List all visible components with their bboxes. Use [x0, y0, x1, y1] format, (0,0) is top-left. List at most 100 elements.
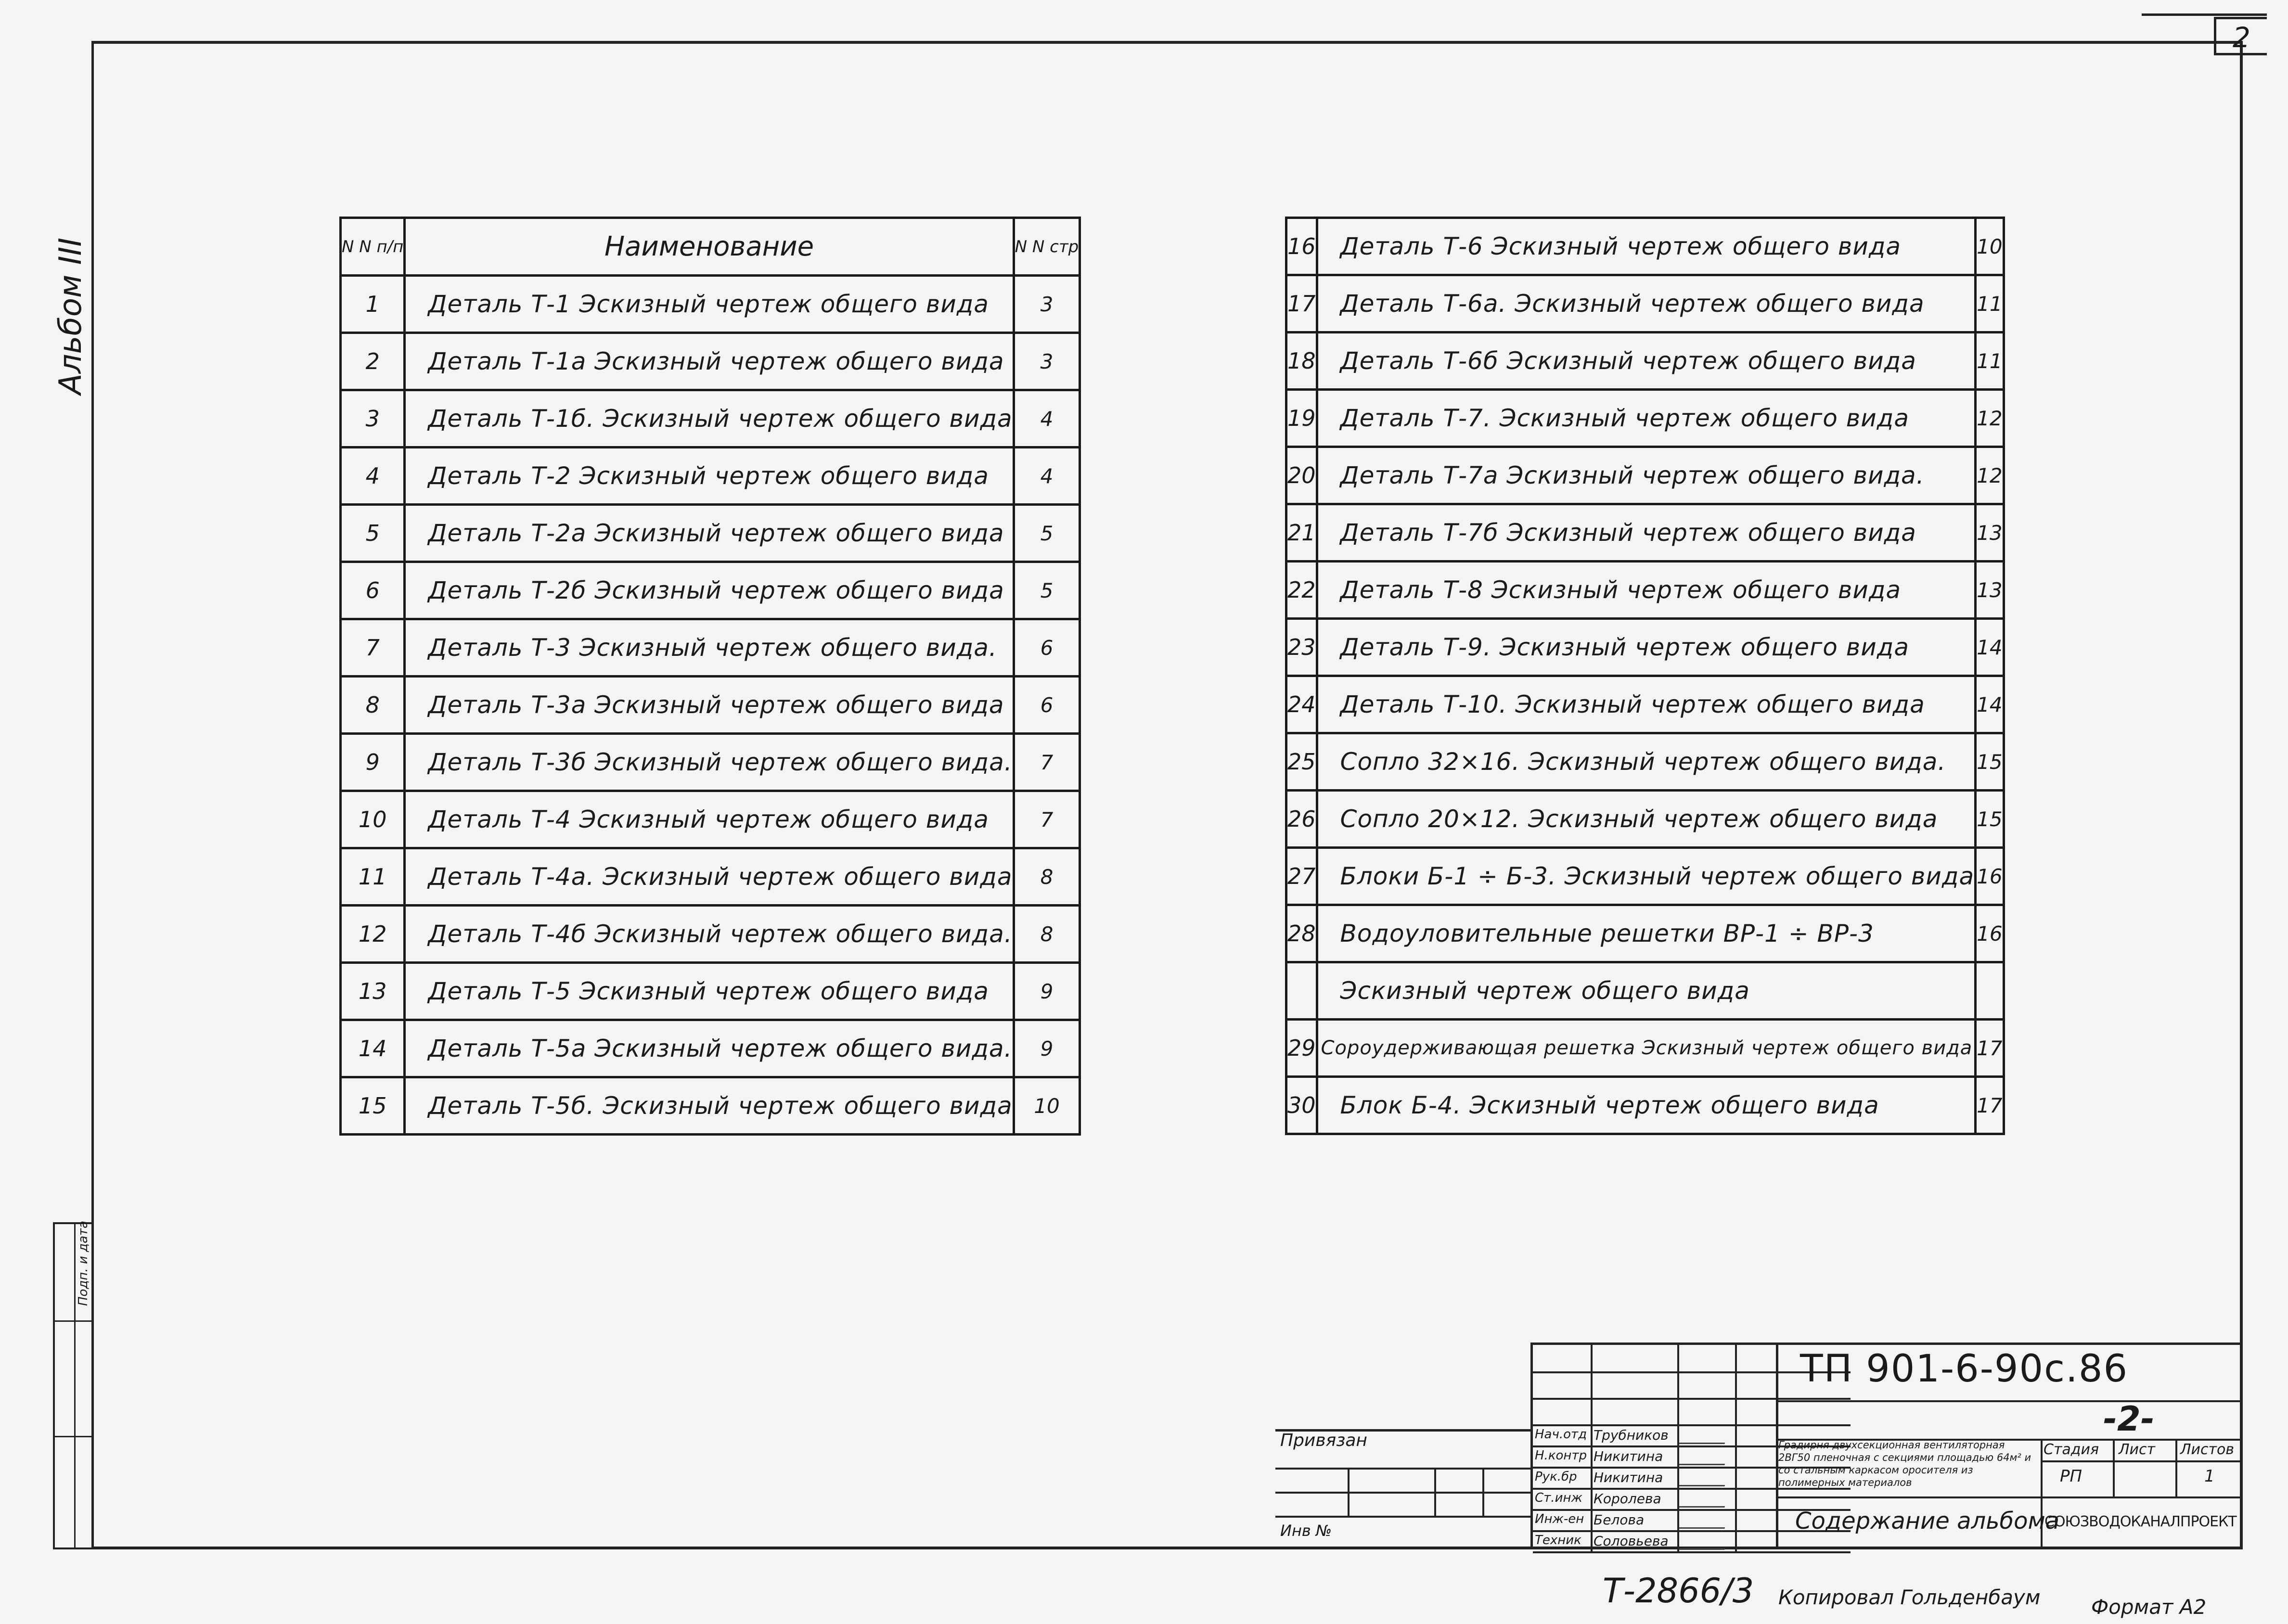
drawing-frame: [91, 41, 2243, 1549]
row-number: 20: [1285, 446, 1318, 505]
row-number: 13: [339, 961, 406, 1021]
row-title: Деталь Т-1б. Эскизный чертеж общего вида: [403, 389, 1015, 448]
row-page: 8: [1012, 904, 1081, 964]
row-page: 6: [1012, 618, 1081, 678]
row-number: 6: [339, 561, 406, 620]
row-page: 11: [1974, 274, 2005, 333]
row-title: Деталь Т-9. Эскизный чертеж общего вида: [1315, 617, 1977, 677]
row-page: 11: [1974, 331, 2005, 391]
row-number: 10: [339, 790, 406, 849]
row-page: 9: [1012, 1019, 1081, 1078]
header-num: N N п/п: [339, 217, 406, 277]
row-number: 16: [1285, 217, 1318, 276]
doc-code: ТП 901-6-90с.86: [1800, 1347, 2129, 1391]
role-label: Ст.инж: [1535, 1491, 1582, 1505]
row-page: 15: [1974, 732, 2005, 792]
row-page: 14: [1974, 617, 2005, 677]
signature-mark: [1679, 1532, 1731, 1550]
organization: СОЮЗВОДОКАНАЛПРОЕКТ: [2044, 1513, 2237, 1530]
row-number: 19: [1285, 388, 1318, 448]
row-number: 1: [339, 274, 406, 334]
role-label: Рук.бр: [1535, 1470, 1577, 1484]
table-row: Эскизный чертеж общего вида: [1285, 961, 2005, 1021]
person-name: Никитина: [1594, 1470, 1663, 1485]
row-page: 16: [1974, 904, 2005, 963]
row-number: 15: [339, 1076, 406, 1136]
copied-by: Копировал Гольденбаум: [1778, 1586, 2041, 1609]
row-page: 9: [1012, 961, 1081, 1021]
row-page: 6: [1012, 675, 1081, 735]
row-page: 10: [1012, 1076, 1081, 1136]
row-title: Сопло 20×12. Эскизный чертеж общего вида: [1315, 789, 1977, 849]
row-title: Деталь Т-4а. Эскизный чертеж общего вида: [403, 847, 1015, 907]
row-title: Деталь Т-4 Эскизный чертеж общего вида: [403, 790, 1015, 849]
row-page: 7: [1012, 790, 1081, 849]
row-title: Деталь Т-6 Эскизный чертеж общего вида: [1315, 217, 1977, 276]
signature-mark: [1679, 1469, 1731, 1486]
person-name: Трубников: [1594, 1427, 1669, 1443]
row-title: Деталь Т-7б Эскизный чертеж общего вида: [1315, 503, 1977, 563]
format-label: Формат А2: [2091, 1595, 2207, 1619]
row-page: 10: [1974, 217, 2005, 276]
inv-label: Инв №: [1280, 1522, 1332, 1540]
row-number: 25: [1285, 732, 1318, 792]
row-page: 4: [1012, 446, 1081, 506]
role-label: Нач.отд: [1535, 1427, 1587, 1442]
row-number: 14: [339, 1019, 406, 1078]
role-label: Инж-ен: [1535, 1512, 1584, 1526]
row-number: 30: [1285, 1075, 1318, 1135]
row-number: 5: [339, 503, 406, 563]
row-title: Деталь Т-5 Эскизный чертеж общего вида: [403, 961, 1015, 1021]
person-name: Соловьева: [1594, 1533, 1669, 1549]
row-number: 28: [1285, 904, 1318, 963]
stage-label: Стадия: [2044, 1441, 2099, 1458]
row-page: 4: [1012, 389, 1081, 448]
row-title: Деталь Т-8 Эскизный чертеж общего вида: [1315, 560, 1977, 620]
row-number: 24: [1285, 675, 1318, 734]
row-page: 3: [1012, 274, 1081, 334]
row-title: Деталь Т-3а Эскизный чертеж общего вида: [403, 675, 1015, 735]
person-name: Королева: [1594, 1491, 1661, 1507]
row-number: 17: [1285, 274, 1318, 333]
row-number: 11: [339, 847, 406, 907]
person-name: Белова: [1594, 1512, 1645, 1528]
row-title: Деталь Т-10. Эскизный чертеж общего вида: [1315, 675, 1977, 734]
row-number: 22: [1285, 560, 1318, 620]
row-number: 23: [1285, 617, 1318, 677]
row-title: Блоки Б-1 ÷ Б-3. Эскизный чертеж общего …: [1315, 846, 1977, 906]
row-number: 8: [339, 675, 406, 735]
row-page: 16: [1974, 846, 2005, 906]
row-number: 12: [339, 904, 406, 964]
person-name: Никитина: [1594, 1448, 1663, 1464]
sheet-label: Лист: [2119, 1441, 2156, 1458]
object-description: Градирня двухсекционная вентиляторная 2В…: [1778, 1439, 2031, 1488]
row-number: 26: [1285, 789, 1318, 849]
row-number: [1285, 961, 1318, 1021]
row-number: 18: [1285, 331, 1318, 391]
header-page: N N стр: [1012, 217, 1081, 277]
header-name: Наименование: [403, 217, 1015, 277]
row-page: 8: [1012, 847, 1081, 907]
row-page: [1974, 961, 2005, 1021]
album-label-wrap: Альбом III: [53, 238, 91, 395]
row-title: Деталь Т-5б. Эскизный чертеж общего вида: [403, 1076, 1015, 1136]
row-title: Деталь Т-1а Эскизный чертеж общего вида: [403, 332, 1015, 391]
sheets-label: Листов: [2180, 1441, 2235, 1458]
row-page: 3: [1012, 332, 1081, 391]
